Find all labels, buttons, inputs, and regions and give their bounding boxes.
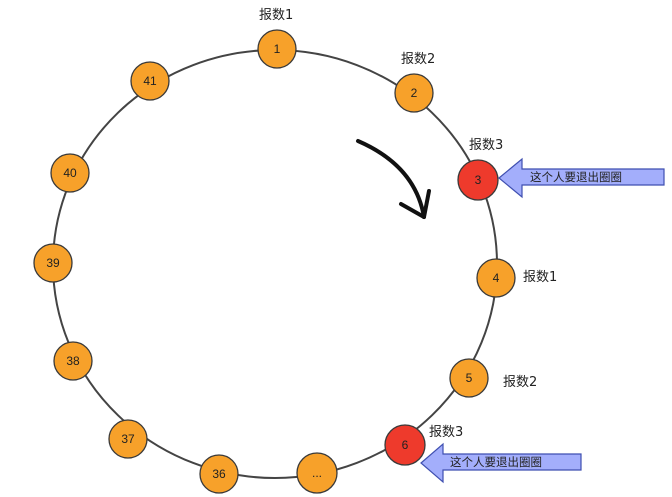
node-ellipsis: ... xyxy=(296,452,338,494)
ring-circle xyxy=(52,49,498,479)
callout-text-2: 这个人要退出圈圈 xyxy=(450,455,542,469)
callout-arrow-1: 这个人要退出圈圈 xyxy=(498,157,665,199)
node-1: 1 xyxy=(257,29,297,69)
node-label: 6 xyxy=(402,438,409,452)
node-4: 4 xyxy=(476,258,516,298)
node-39: 39 xyxy=(33,243,73,283)
node-36: 36 xyxy=(199,454,239,494)
node-label: 4 xyxy=(493,271,500,285)
node-5: 5 xyxy=(449,358,489,398)
node-label: 5 xyxy=(466,371,473,385)
node-label: ... xyxy=(312,466,322,480)
node-label: 3 xyxy=(475,173,482,187)
node-2: 2 xyxy=(394,73,434,113)
node-40: 40 xyxy=(50,153,90,193)
count-label-node-1: 报数1 xyxy=(259,8,293,23)
callout-arrow-2: 这个人要退出圈圈 xyxy=(420,442,582,484)
node-38: 38 xyxy=(53,341,93,381)
node-37: 37 xyxy=(108,419,148,459)
count-label-node-2: 报数2 xyxy=(401,52,435,67)
node-label: 41 xyxy=(143,74,157,88)
count-label-node-5: 报数2 xyxy=(503,375,537,390)
node-label: 40 xyxy=(63,166,77,180)
callout-text-1: 这个人要退出圈圈 xyxy=(530,170,622,184)
count-label-node-3: 报数3 xyxy=(469,138,503,153)
node-label: 2 xyxy=(411,86,418,100)
node-label: 1 xyxy=(274,42,281,56)
node-41: 41 xyxy=(130,61,170,101)
node-label: 37 xyxy=(121,432,135,446)
node-label: 39 xyxy=(46,256,60,270)
node-label: 36 xyxy=(212,467,226,481)
clockwise-arrow-icon xyxy=(356,139,431,219)
count-label-node-4: 报数1 xyxy=(523,270,557,285)
node-label: 38 xyxy=(66,354,80,368)
node-6: 6 xyxy=(384,424,426,466)
count-label-node-6: 报数3 xyxy=(429,425,463,440)
node-3: 3 xyxy=(457,159,499,201)
